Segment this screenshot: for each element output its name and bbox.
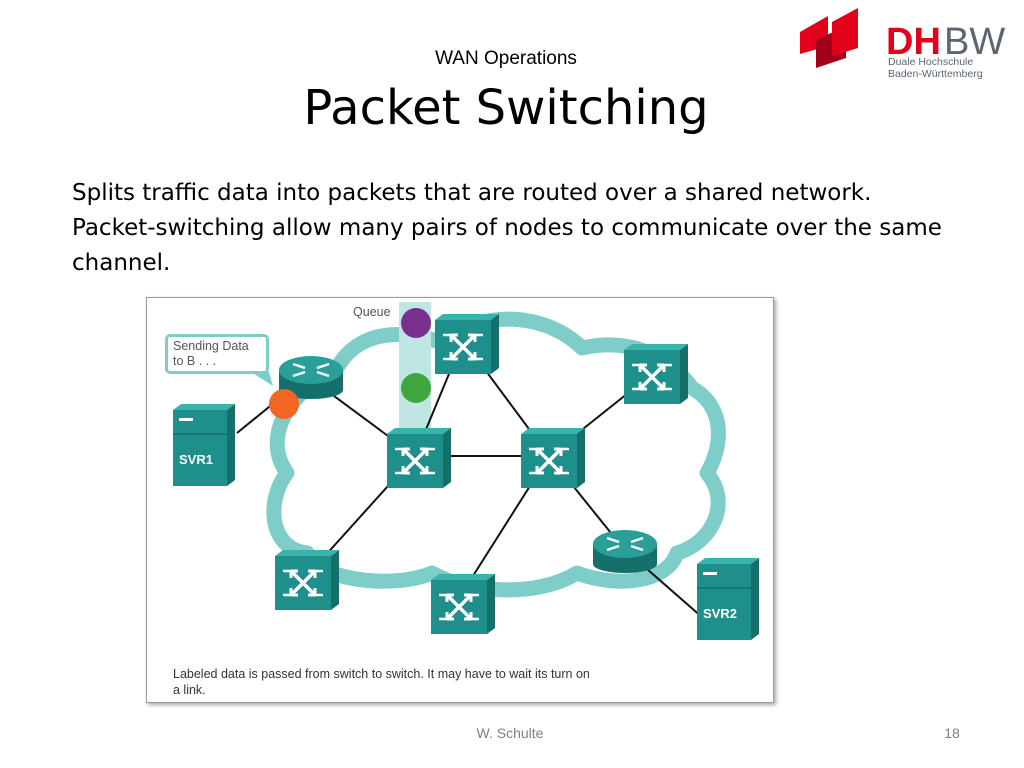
slide-subtitle: WAN Operations	[435, 48, 577, 69]
queue-label: Queue	[353, 305, 391, 319]
switch-bottom-left	[275, 550, 339, 610]
packet-orange	[269, 389, 299, 419]
wan-cloud	[266, 311, 726, 598]
page-number: 18	[944, 725, 960, 741]
packet-green	[401, 373, 431, 403]
svr1-label: SVR1	[179, 452, 213, 467]
dhbw-logo: DH BW Duale Hochschule Baden-Württemberg	[798, 6, 1013, 86]
server-svr1: SVR1	[173, 404, 235, 486]
slide-body-text: Splits traffic data into packets that ar…	[72, 180, 942, 276]
footer-author: W. Schulte	[476, 725, 544, 741]
slide-title: Packet Switching	[303, 80, 709, 136]
logo-line1: Duale Hochschule	[888, 56, 973, 68]
packet-purple	[401, 308, 431, 338]
router-left	[279, 356, 343, 399]
logo-line2: Baden-Württemberg	[888, 68, 983, 80]
packet-switching-diagram: SVR1 SVR2 Queue Sending Data to B . . . …	[146, 297, 774, 703]
diagram-caption: Labeled data is passed from switch to sw…	[173, 667, 590, 697]
logo-brand-dh: DH	[886, 21, 941, 63]
switch-center-right	[521, 428, 585, 488]
switch-top-right	[624, 344, 688, 404]
switch-top	[435, 314, 499, 374]
svr2-label: SVR2	[703, 606, 737, 621]
callout-pointer	[251, 372, 273, 386]
switch-center-left	[387, 428, 451, 488]
switch-bottom-center	[431, 574, 495, 634]
server-svr2: SVR2	[697, 558, 759, 640]
sending-data-callout: Sending Data to B . . .	[165, 334, 269, 374]
router-right	[593, 530, 657, 573]
logo-brand-bw: BW	[944, 21, 1005, 63]
